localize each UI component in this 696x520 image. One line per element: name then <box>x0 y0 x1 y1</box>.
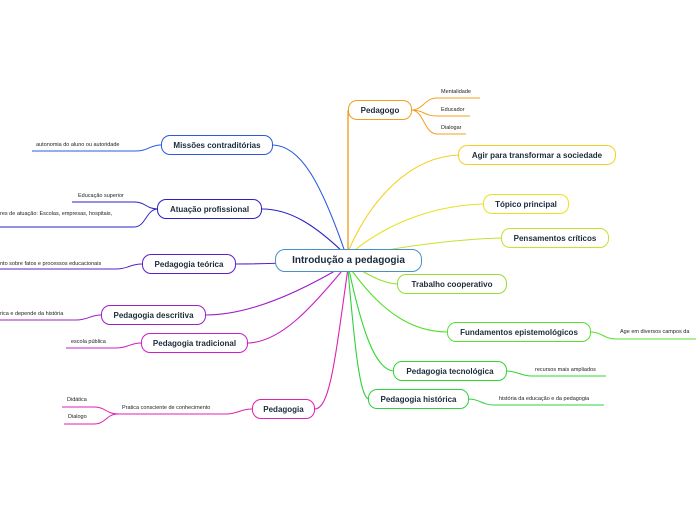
subtopic-historia-educacao[interactable]: história da educação e da pedagogia <box>499 396 590 402</box>
topic-agir-label: Agir para transformar a sociedade <box>471 150 603 160</box>
subtopic-escola-publica[interactable]: escola pública <box>71 339 106 345</box>
topic-pensamentos-label: Pensamentos críticos <box>513 233 597 243</box>
subtopic-pratica-consciente[interactable]: Pratica consciente de conhecimento <box>122 405 211 411</box>
connector-pedagogia-grandchildren <box>62 406 119 425</box>
topic-fundamentos[interactable]: Fundamentos epistemológicos <box>447 322 591 342</box>
connector-historica <box>347 269 370 400</box>
topic-trabalho-cooperativo[interactable]: Trabalho cooperativo <box>397 274 507 294</box>
topic-fundamentos-label: Fundamentos epistemológicos <box>460 327 578 337</box>
subtopic-educacao-superior[interactable]: Educação superior <box>78 193 124 199</box>
topic-pedagogia-label: Pedagogia <box>263 404 304 414</box>
topic-atuacao-label: Atuação profissional <box>169 204 250 214</box>
topic-atuacao-profissional[interactable]: Atuação profissional <box>157 199 262 219</box>
connector-atuacao-children <box>0 201 159 228</box>
connector-descritiva <box>205 264 346 316</box>
connector-tecnologica <box>348 269 395 372</box>
connector-pedagogia <box>314 267 349 410</box>
topic-pedagogia-descritiva[interactable]: Pedagogia descritiva <box>101 305 206 325</box>
subtopic-age-campos[interactable]: Age em diversos campos da <box>620 329 690 335</box>
subtopic-educador[interactable]: Educador <box>441 107 465 113</box>
topic-topico-principal[interactable]: Tópico principal <box>483 194 569 214</box>
connector-pedagogia-child <box>118 408 253 415</box>
topic-teorica-label: Pedagogia teórica <box>154 259 224 269</box>
topic-pedagogo[interactable]: Pedagogo <box>348 100 412 120</box>
topic-pedagogia-tradicional[interactable]: Pedagogia tradicional <box>141 333 248 353</box>
subtopic-recursos[interactable]: recursos mais ampliados <box>535 367 596 373</box>
subtopic-depende-historia[interactable]: rica e depende da história <box>0 311 64 317</box>
subtopic-dialogar[interactable]: Dialogar <box>441 125 462 131</box>
connector-historica-child <box>467 398 604 406</box>
topic-pedagogo-label: Pedagogo <box>360 105 400 115</box>
connector-teorica-child <box>0 263 143 270</box>
topic-missoes-label: Missões contraditórias <box>173 140 261 150</box>
central-topic-label: Introdução a pedagogia <box>292 255 405 266</box>
connector-tradicional <box>247 265 347 344</box>
central-topic[interactable]: Introdução a pedagogia <box>275 249 422 272</box>
connector-missoes-child <box>32 144 162 152</box>
topic-pensamentos-criticos[interactable]: Pensamentos críticos <box>501 228 609 248</box>
topic-pedagogia-teorica[interactable]: Pedagogia teórica <box>142 254 236 274</box>
connector-topico <box>349 203 485 255</box>
topic-pedagogia-historica[interactable]: Pedagogia histórica <box>368 389 469 409</box>
connector-fundamentos-child <box>589 331 696 340</box>
topic-missoes-contraditorias[interactable]: Missões contraditórias <box>161 135 273 155</box>
subtopic-autonomia[interactable]: autonomia do aluno ou autoridade <box>36 142 120 148</box>
topic-topico-label: Tópico principal <box>495 199 557 209</box>
topic-pedagogia[interactable]: Pedagogia <box>252 399 315 419</box>
topic-pedagogia-tecnologica[interactable]: Pedagogia tecnológica <box>393 361 507 381</box>
connector-agir <box>347 154 461 253</box>
subtopic-mentalidade[interactable]: Mentalidade <box>441 89 471 95</box>
topic-agir[interactable]: Agir para transformar a sociedade <box>458 145 616 165</box>
connector-fundamentos <box>349 267 449 333</box>
subtopic-dialogo[interactable]: Dialogo <box>68 414 87 420</box>
topic-historica-label: Pedagogia histórica <box>380 394 457 404</box>
connector-pedagogo-children <box>410 97 480 135</box>
connector-tradicional-child <box>66 342 142 349</box>
connector-pedagogo-up <box>347 109 357 250</box>
connector-atuacao <box>261 208 346 255</box>
subtopic-fatos-processos[interactable]: nto sobre fatos e processos educacionais <box>0 261 102 267</box>
topic-tradicional-label: Pedagogia tradicional <box>152 338 237 348</box>
connector-descritiva-child <box>0 314 102 321</box>
topic-trabalho-label: Trabalho cooperativo <box>411 279 493 289</box>
topic-descritiva-label: Pedagogia descritiva <box>113 310 194 320</box>
topic-tecnologica-label: Pedagogia tecnológica <box>406 366 494 376</box>
subtopic-didatica[interactable]: Didática <box>67 397 87 403</box>
subtopic-areas-atuacao[interactable]: res de atuação: Escolas, empresas, hospi… <box>0 211 113 217</box>
connector-missoes <box>272 144 346 253</box>
connector-tecnologica-child <box>505 370 606 377</box>
